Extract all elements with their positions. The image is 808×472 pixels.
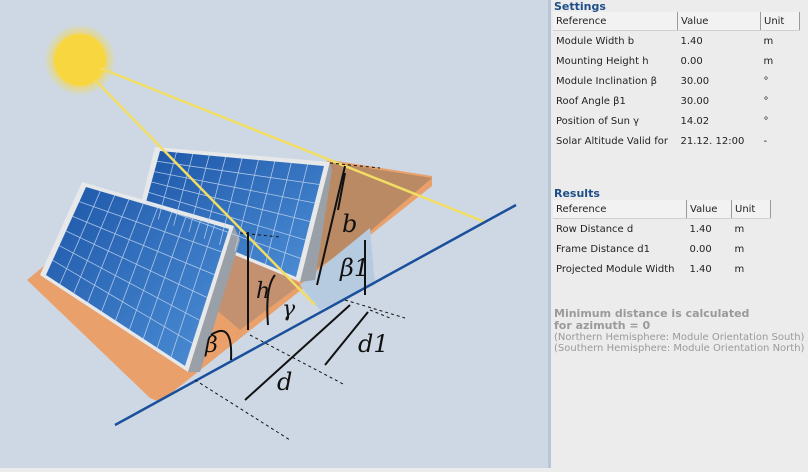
cell-reference: Mounting Height h bbox=[556, 55, 649, 67]
diagram-svg: b β1 h γ β d1 d bbox=[27, 24, 517, 441]
note-line4: (Southern Hemisphere: Module Orientation… bbox=[554, 343, 805, 354]
label-h: h bbox=[256, 279, 270, 304]
cell-unit: ° bbox=[763, 75, 769, 87]
cell-reference: Frame Distance d1 bbox=[556, 243, 650, 255]
cell-value: 0.00 bbox=[689, 243, 712, 255]
cell-line bbox=[52, 259, 193, 344]
row-distance-diagram: b β1 h γ β d1 d bbox=[0, 0, 548, 468]
cell-reference: Projected Module Width bbox=[556, 263, 675, 275]
cell-reference: Module Width b bbox=[556, 35, 635, 47]
cell-unit: ° bbox=[763, 95, 769, 107]
dimension-guides bbox=[194, 162, 406, 441]
cell-line bbox=[59, 245, 200, 321]
label-d: d bbox=[277, 368, 292, 396]
label-gamma: γ bbox=[282, 297, 296, 322]
cell-unit: m bbox=[734, 243, 745, 255]
label-beta1: β1 bbox=[339, 254, 369, 282]
cell-reference: Module Inclination β bbox=[556, 75, 658, 87]
cell-line bbox=[154, 171, 315, 204]
settings-title: Settings bbox=[554, 0, 606, 13]
note-line1: Minimum distance is calculated bbox=[554, 307, 750, 320]
cell-unit: m bbox=[734, 223, 745, 235]
label-d1: d1 bbox=[358, 330, 389, 358]
table-row[interactable]: Module Inclination β 30.00 ° bbox=[553, 71, 800, 91]
cell-reference: Solar Altitude Valid for bbox=[556, 135, 668, 147]
sun-icon bbox=[54, 34, 106, 86]
cell-line bbox=[145, 202, 301, 259]
table-row[interactable]: Roof Angle β1 30.00 ° bbox=[553, 91, 800, 111]
cell-value: 0.00 bbox=[680, 55, 703, 67]
data-panel: Settings Reference Value Unit Module Wid… bbox=[548, 0, 808, 468]
results-header-row: Reference Value Unit bbox=[553, 200, 771, 219]
note-line3: (Northern Hemisphere: Module Orientation… bbox=[554, 332, 805, 343]
results-table: Reference Value Unit Row Distance d 1.40 m… bbox=[553, 200, 771, 279]
note-line2: for azimuth = 0 bbox=[554, 319, 651, 332]
col-value[interactable]: Value bbox=[677, 12, 761, 31]
table-row[interactable]: Module Width b 1.40 m bbox=[553, 31, 800, 52]
cell-line bbox=[72, 215, 215, 276]
table-row[interactable]: Position of Sun γ 14.02 ° bbox=[553, 111, 800, 131]
cell-line bbox=[79, 201, 222, 253]
col-unit[interactable]: Unit bbox=[760, 12, 800, 31]
col-value[interactable]: Value bbox=[686, 200, 732, 219]
cell-unit: ° bbox=[763, 115, 769, 127]
shadow-area bbox=[300, 228, 375, 310]
cell-unit: - bbox=[763, 135, 768, 147]
cell-value: 21.12. 12:00 bbox=[680, 135, 745, 147]
results-title: Results bbox=[554, 187, 600, 200]
table-row[interactable]: Solar Altitude Valid for 21.12. 12:00 - bbox=[553, 131, 800, 151]
sun-ray-lower bbox=[94, 79, 316, 306]
table-row[interactable]: Row Distance d 1.40 m bbox=[553, 219, 771, 240]
label-beta: β bbox=[204, 333, 218, 358]
sun-ray-upper bbox=[99, 66, 486, 224]
table-row[interactable]: Projected Module Width 1.40 m bbox=[553, 259, 771, 279]
cell-reference: Position of Sun γ bbox=[556, 115, 640, 127]
cell-reference: Row Distance d bbox=[556, 223, 634, 235]
dimension-lines bbox=[210, 165, 369, 401]
ground-line bbox=[114, 203, 517, 427]
settings-table: Reference Value Unit Module Width b 1.40 m… bbox=[553, 12, 800, 151]
col-unit[interactable]: Unit bbox=[731, 200, 771, 219]
col-reference[interactable]: Reference bbox=[553, 200, 687, 219]
cell-value: 14.02 bbox=[680, 115, 710, 127]
panel-cell-grid bbox=[52, 152, 320, 358]
roof-shadow bbox=[300, 162, 432, 280]
cell-line bbox=[151, 181, 311, 222]
cell-line bbox=[157, 160, 320, 185]
cell-unit: m bbox=[763, 55, 774, 67]
label-b: b bbox=[342, 210, 357, 238]
cell-value: 1.40 bbox=[680, 35, 703, 47]
front-frame-leg bbox=[188, 226, 240, 372]
calculation-note: Minimum distance is calculated for azimu… bbox=[554, 308, 804, 354]
cell-value: 30.00 bbox=[680, 75, 710, 87]
cell-line bbox=[65, 230, 208, 298]
settings-header-row: Reference Value Unit bbox=[553, 12, 800, 31]
back-solar-panel bbox=[143, 151, 324, 277]
cell-value: 1.40 bbox=[689, 263, 712, 275]
cell-unit: m bbox=[763, 35, 774, 47]
cell-reference: Roof Angle β1 bbox=[556, 95, 626, 107]
cell-value: 1.40 bbox=[689, 223, 712, 235]
table-row[interactable]: Frame Distance d1 0.00 m bbox=[553, 239, 771, 259]
col-reference[interactable]: Reference bbox=[553, 12, 678, 31]
cell-unit: m bbox=[734, 263, 745, 275]
table-row[interactable]: Mounting Height h 0.00 m bbox=[553, 51, 800, 71]
back-frame-leg bbox=[300, 162, 332, 282]
cell-value: 30.00 bbox=[680, 95, 710, 107]
